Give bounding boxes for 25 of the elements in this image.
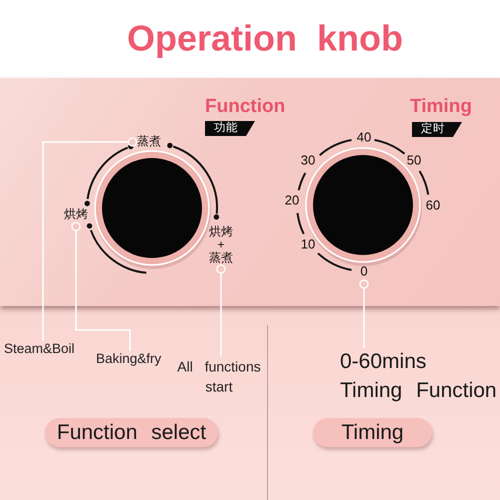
callout-text: Steam&Boil (4, 341, 75, 357)
section-heading: Function (205, 96, 286, 118)
dial-number: 10 (300, 238, 316, 252)
dial-number: 50 (406, 154, 422, 168)
dial-number: 60 (426, 198, 440, 214)
pill-label: Function select (45, 418, 218, 447)
dial-label: 蒸煮 (137, 135, 161, 149)
dial-number: 40 (356, 130, 372, 146)
leader-line (42, 137, 138, 341)
pill-label: Timing (313, 418, 432, 447)
leader-line (359, 279, 369, 348)
dial-number: 30 (300, 154, 316, 168)
leader-line (71, 222, 131, 351)
label-tag: 定时 (412, 122, 462, 137)
section-heading: Timing (410, 96, 472, 118)
callout-text: Baking&fry (96, 351, 162, 367)
leader-line (216, 264, 226, 357)
dial-label: 烘烤 (64, 208, 88, 222)
dial-number: 0 (360, 264, 368, 280)
dial-label: 烘烤+蒸煮 (207, 226, 235, 264)
callout-text: 0-60mins Timing Function (340, 348, 500, 406)
dial-number: 20 (284, 194, 300, 208)
callout-text: All functions start (169, 356, 269, 398)
title: Operation knob (127, 17, 403, 59)
label-tag: 功能 (205, 121, 255, 136)
